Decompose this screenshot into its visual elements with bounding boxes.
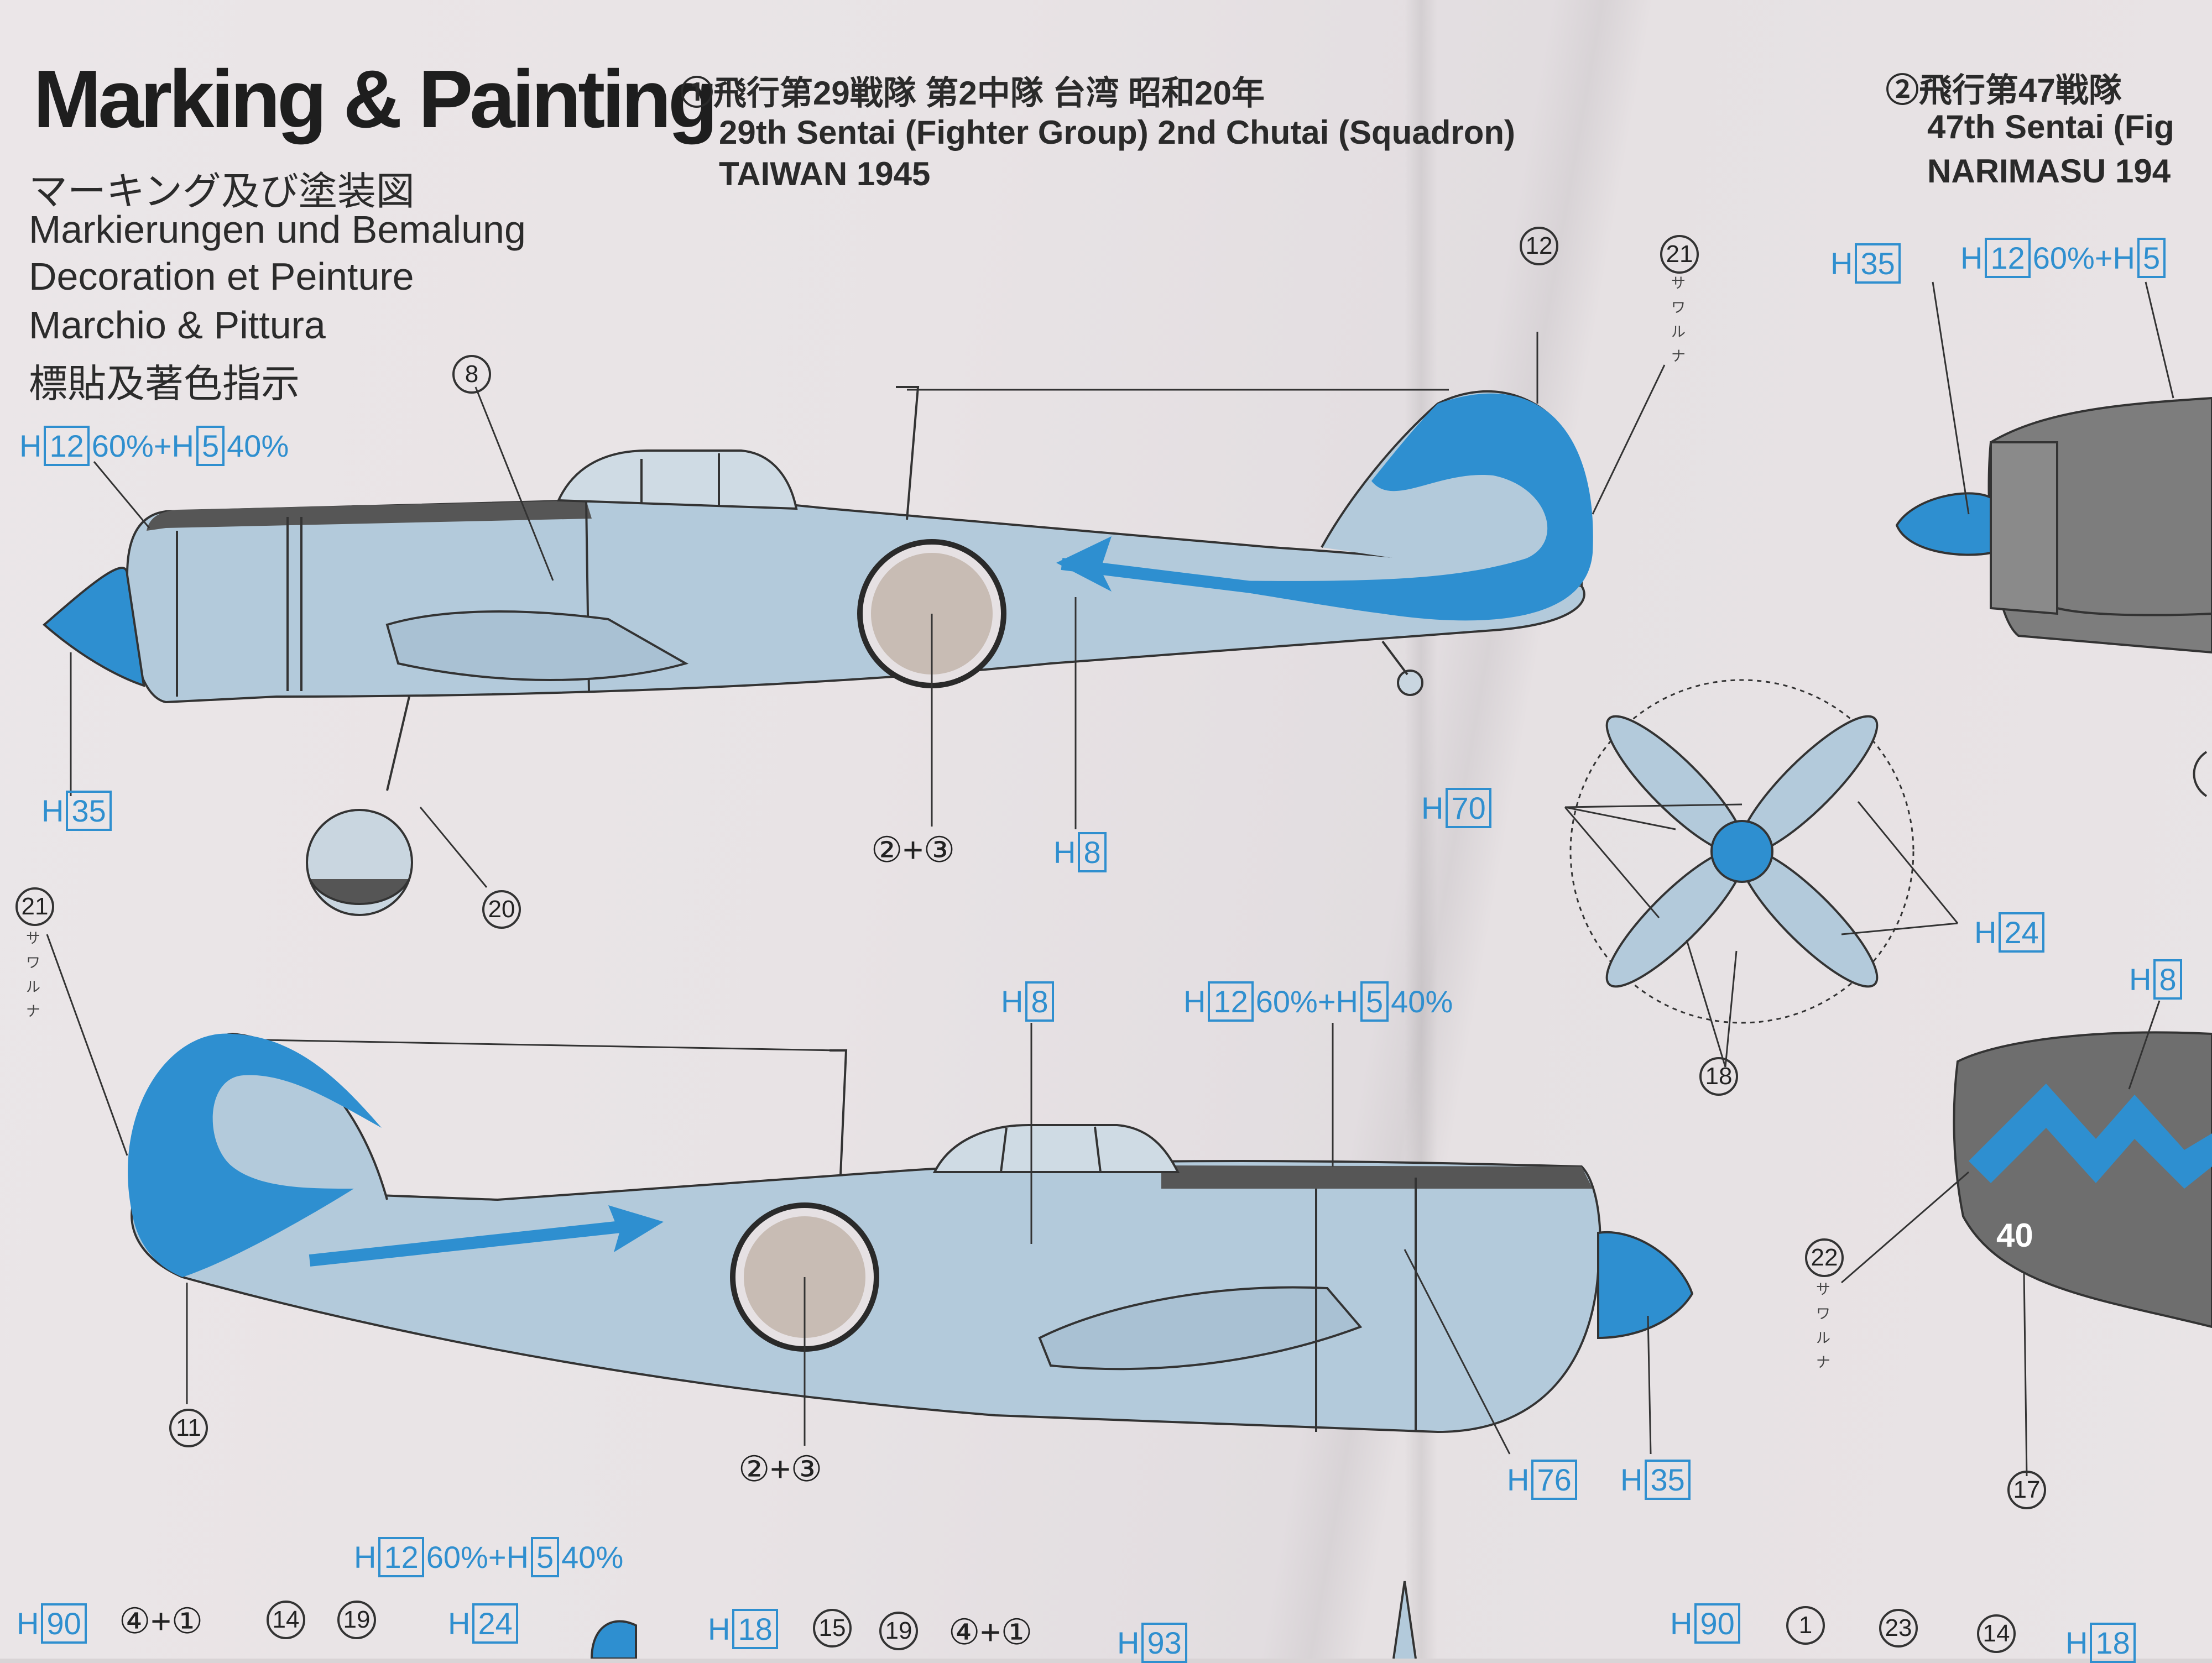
scheme2-number: ②	[1886, 72, 1919, 109]
callout-roundel-top: ②+③	[871, 830, 956, 870]
top-arrow-head	[1056, 536, 1112, 592]
bottom-tail-blue-band	[128, 1033, 382, 1277]
scheme2-heading-en: 47th Sentai (Fig	[1927, 108, 2174, 145]
part-ref-20: 20	[482, 890, 521, 929]
scheme1-heading-en: 29th Sentai (Fighter Group) 2nd Chutai (…	[719, 114, 1515, 151]
part-ref-22: 22	[1805, 1238, 1844, 1277]
footer-part-ref-23: 23	[1879, 1609, 1918, 1648]
part-ref-8: 8	[452, 355, 491, 394]
kana-sawaruna-right: サワルナ	[1815, 1281, 1830, 1371]
callout-roundel-bottom: ②+③	[738, 1449, 823, 1489]
footer-part-ref-19-left: 19	[337, 1601, 376, 1639]
bottom-aircraft-profile	[131, 1032, 1694, 1434]
subtitle-chinese: 標貼及著色指示	[29, 362, 300, 405]
propeller-diagram	[1569, 679, 1914, 1024]
scheme2-heading-jp: ②飛行第47戦隊	[1886, 72, 2122, 109]
leader-lines	[46, 281, 2174, 1477]
top-arrow-shaft	[1061, 558, 1356, 606]
right-aircraft-partial	[1895, 396, 2212, 1329]
bottom-arrow-shaft	[309, 1219, 643, 1267]
scheme2-place: NARIMASU 194	[1927, 153, 2171, 190]
top-tail-blue-band	[1161, 393, 1593, 621]
page-title: Marking & Painting	[33, 54, 718, 145]
subtitle-italian: Marchio & Pittura	[29, 304, 326, 347]
kana-sawaruna-left: サワルナ	[25, 930, 40, 1019]
kana-sawaruna-top: サワルナ	[1671, 275, 1686, 364]
top-aircraft-profile	[42, 386, 1585, 916]
part-ref-12: 12	[1520, 227, 1558, 265]
part-ref-11: 11	[169, 1409, 208, 1447]
bottom-arrow-head	[608, 1205, 664, 1252]
subtitle-japanese: マーキング及び塗装図	[29, 170, 415, 213]
subtitle-french: Decoration et Peinture	[29, 255, 414, 298]
footer-part-ref-15: 15	[813, 1609, 852, 1648]
footer-part-ref-1: 1	[1786, 1606, 1825, 1645]
part-ref-17: 17	[2007, 1471, 2046, 1509]
footer-ref-4-1-mid: ④+①	[948, 1612, 1033, 1652]
footer-spinner	[590, 1620, 637, 1659]
footer-antenna	[1392, 1581, 1417, 1659]
scheme1-heading-jp: ①飛行第29戦隊 第2中隊 台湾 昭和20年	[680, 75, 1265, 112]
scheme1-number: ①	[680, 75, 713, 112]
footer-part-ref-19-mid: 19	[879, 1612, 918, 1650]
footer-ref-4-1-left: ④+①	[119, 1601, 204, 1641]
footer-part-ref-14-left: 14	[267, 1601, 305, 1639]
subtitle-german: Markierungen und Bemalung	[29, 208, 526, 251]
scheme1-place: TAIWAN 1945	[719, 155, 931, 192]
footer-part-ref-14-right: 14	[1977, 1614, 2016, 1653]
tail-number: 40	[1996, 1217, 2033, 1254]
part-ref-21-left: 21	[15, 887, 54, 926]
part-ref-18: 18	[1699, 1057, 1738, 1096]
part-ref-21-top: 21	[1660, 235, 1699, 274]
